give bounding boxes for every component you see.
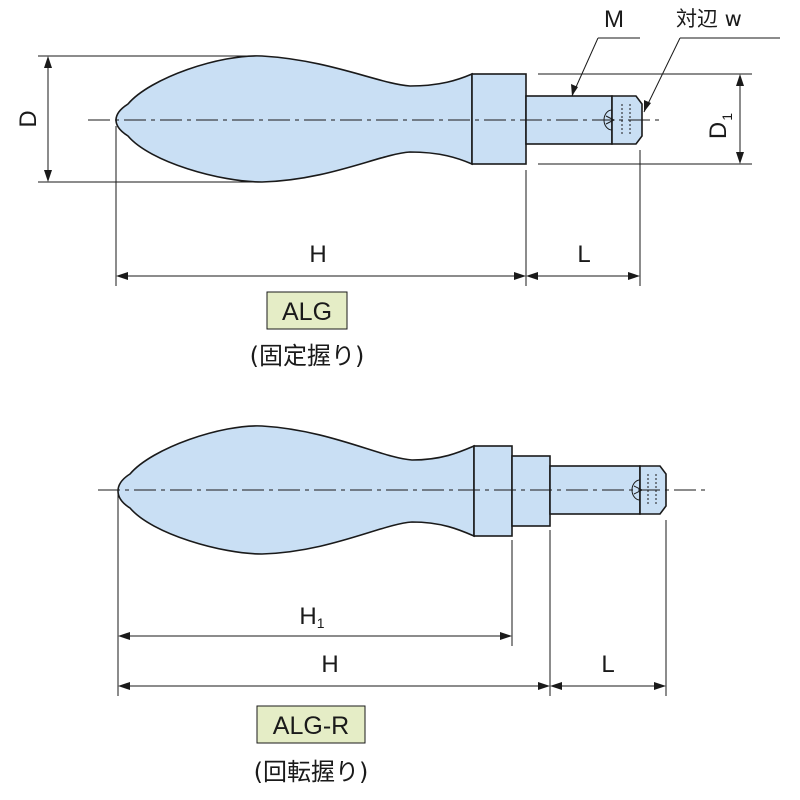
label-across-flats-w: 対辺 w <box>676 7 742 31</box>
leader-M: M <box>571 6 640 97</box>
model-code-alg-r: ALG-R <box>273 712 349 740</box>
label-L-bottom: L <box>601 651 614 678</box>
label-H-bottom: H <box>321 651 338 678</box>
alg-handle-drawing: D D1 M 対辺 w <box>15 6 780 286</box>
dimension-D: D <box>15 55 262 183</box>
dimension-H-L-top: H L <box>115 126 641 286</box>
alg-r-collar <box>473 445 513 537</box>
label-D: D <box>15 110 42 127</box>
label-H1: H1 <box>299 603 324 631</box>
model-tag-alg: ALG (固定握り) <box>250 291 365 370</box>
alg-r-sleeve <box>511 455 551 527</box>
dimension-H-L-bottom: H L <box>118 520 667 696</box>
model-caption-alg-r: (回転握り) <box>254 758 369 786</box>
model-caption-alg: (固定握り) <box>250 342 365 370</box>
alg-collar <box>471 73 527 165</box>
model-tag-alg-r: ALG-R (回転握り) <box>254 705 369 786</box>
label-L-top: L <box>577 241 590 268</box>
label-D1: D1 <box>705 113 735 139</box>
leader-across-flats: 対辺 w <box>643 7 780 113</box>
dimension-H1: H1 <box>117 494 513 696</box>
dimension-D1: D1 <box>538 73 752 165</box>
alg-r-handle-drawing: H1 H L <box>98 425 708 696</box>
model-code-alg: ALG <box>282 298 332 326</box>
label-H-top: H <box>309 241 326 268</box>
alg-grip-body <box>115 55 473 183</box>
label-M: M <box>604 6 624 33</box>
